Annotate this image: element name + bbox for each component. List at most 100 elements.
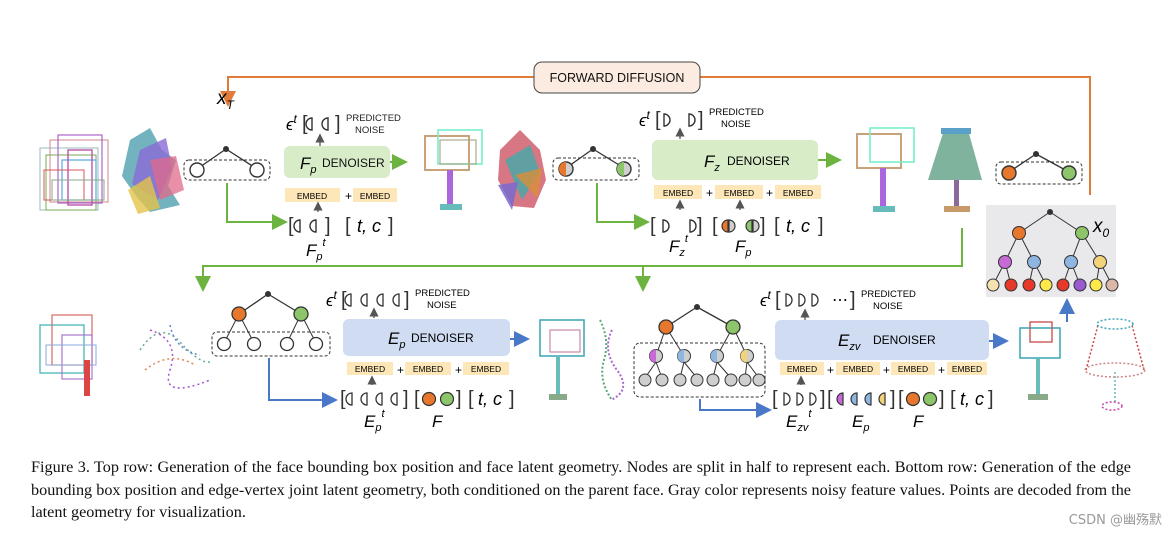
svg-text:]: ] — [509, 388, 515, 410]
svg-text:]: ] — [388, 215, 394, 237]
svg-text:DENOISER: DENOISER — [873, 333, 936, 347]
svg-text:Fp: Fp — [300, 154, 317, 176]
lamp-render — [928, 128, 982, 212]
svg-text:t, c: t, c — [786, 216, 810, 236]
predicted-noise-label-4b: NOISE — [873, 301, 903, 312]
predicted-noise-fz: [ ] — [655, 109, 704, 131]
figure-diagram: FORWARD DIFFUSION xT ϵt [ ] PREDICTED NO… — [39, 61, 1146, 434]
svg-text:Ep: Ep — [388, 329, 405, 351]
tree-bottom-mid — [633, 304, 766, 398]
svg-text:+: + — [827, 363, 834, 377]
ep-denoiser-box: Ep DENOISER — [343, 319, 510, 356]
svg-text:]: ] — [456, 388, 462, 410]
forward-diffusion-label-box: FORWARD DIFFUSION — [533, 61, 701, 94]
svg-text:]: ] — [760, 215, 766, 237]
svg-text:]: ] — [988, 388, 994, 410]
svg-text:+: + — [883, 363, 890, 377]
predicted-noise-label-2b: NOISE — [721, 119, 751, 130]
epsilon-bottom-2: ϵt — [760, 288, 772, 310]
Fz-t-label: Fzt — [669, 233, 689, 259]
noisy-points-render — [139, 324, 211, 389]
svg-text:EMBED: EMBED — [355, 364, 385, 374]
svg-text:[: [ — [775, 289, 781, 311]
predicted-noise-label-4: PREDICTED — [861, 289, 916, 300]
fz-denoiser-box: Fz DENOISER — [652, 140, 818, 180]
fz-input: [ ] [ ] [ t, c ] — [650, 215, 824, 237]
predicted-noise-label-1b: NOISE — [355, 125, 385, 136]
tree-top-mid — [552, 146, 640, 181]
svg-text:EMBED: EMBED — [843, 364, 873, 374]
green-arrow-top-2 — [596, 183, 650, 230]
svg-text:[: [ — [345, 215, 351, 237]
predicted-noise-label-1: PREDICTED — [346, 113, 401, 124]
noisy-surface-render — [122, 128, 184, 214]
svg-text:[: [ — [340, 388, 346, 410]
svg-text:]: ] — [697, 215, 703, 237]
noisy-boxes-render — [39, 134, 109, 211]
svg-text:[: [ — [898, 388, 904, 410]
svg-text:[: [ — [302, 113, 308, 135]
blue-arrow-bottom-1 — [268, 358, 338, 408]
svg-text:[: [ — [655, 109, 661, 131]
svg-text:[: [ — [341, 289, 347, 311]
x-0-label: x0 — [1092, 216, 1110, 240]
svg-text:Ezv: Ezv — [838, 331, 862, 353]
svg-text:]: ] — [335, 113, 341, 135]
svg-text:+: + — [938, 363, 945, 377]
Fp-t-label: Fpt — [306, 237, 327, 263]
svg-text:EMBED: EMBED — [360, 191, 390, 201]
svg-text:DENOISER: DENOISER — [411, 331, 474, 345]
svg-text:EMBED: EMBED — [663, 188, 693, 198]
embed-row-fp: EMBED + EMBED — [285, 188, 397, 203]
svg-text:]: ] — [890, 388, 896, 410]
embed-row-ezv: EMBED + EMBED + EMBED + EMBED — [780, 362, 987, 377]
svg-text:+: + — [455, 363, 462, 377]
epsilon-bottom-1: ϵt — [326, 288, 338, 310]
svg-text:]: ] — [403, 388, 409, 410]
ezv-input: [ ] [ ] [ ] [ t, c ] — [772, 388, 994, 410]
F-label-2: F — [913, 412, 925, 431]
svg-text:[: [ — [774, 215, 780, 237]
fp-input: [ ] [ t, c ] — [288, 215, 394, 237]
predicted-noise-fp: [ ] — [302, 113, 341, 135]
svg-text:]: ] — [325, 215, 331, 237]
svg-text:+: + — [345, 189, 352, 203]
noisy-edges-render — [39, 314, 97, 396]
svg-text:]: ] — [698, 109, 704, 131]
fp-denoiser-box: Fp DENOISER — [284, 146, 390, 178]
tree-bottom-left — [211, 291, 331, 357]
svg-text:]: ] — [818, 215, 824, 237]
epsilon-top-1: ϵt — [286, 112, 298, 134]
svg-text:]: ] — [820, 388, 826, 410]
F-label-1: F — [432, 412, 444, 431]
svg-text:t, c: t, c — [357, 216, 381, 236]
embed-row-fz: EMBED + EMBED + EMBED — [654, 185, 821, 200]
blue-arrow-bottom-2 — [699, 399, 772, 418]
Ep-t-label: Ept — [364, 408, 385, 434]
Fp-label-top: Fp — [735, 237, 752, 259]
svg-text:]: ] — [404, 289, 410, 311]
bbox-render-top — [424, 129, 483, 210]
predicted-noise-label-3: PREDICTED — [415, 288, 470, 299]
green-arrow-row-connector — [195, 228, 963, 292]
svg-text:⋯: ⋯ — [832, 292, 848, 309]
svg-text:+: + — [397, 363, 404, 377]
ezv-denoiser-box: Ezv DENOISER — [775, 320, 989, 360]
svg-text:[: [ — [950, 388, 956, 410]
edge-bbox-render-right — [1019, 321, 1061, 400]
svg-text:[: [ — [772, 388, 778, 410]
predicted-noise-label-3b: NOISE — [427, 300, 457, 311]
Ezv-t-label: Ezvt — [786, 408, 812, 434]
noisy-surface-render-2 — [498, 130, 546, 210]
epsilon-top-2: ϵt — [639, 108, 651, 130]
svg-text:Fz: Fz — [704, 152, 720, 174]
figure-caption: Figure 3. Top row: Generation of the fac… — [31, 458, 1131, 521]
svg-text:EMBED: EMBED — [471, 364, 501, 374]
svg-text:[: [ — [414, 388, 420, 410]
svg-text:DENOISER: DENOISER — [727, 154, 790, 168]
edge-bbox-render — [539, 319, 585, 400]
svg-text:+: + — [706, 186, 713, 200]
forward-diffusion-arrow — [220, 76, 1091, 195]
svg-text:DENOISER: DENOISER — [322, 156, 385, 170]
embed-row-ep: EMBED + EMBED + EMBED — [347, 362, 509, 377]
